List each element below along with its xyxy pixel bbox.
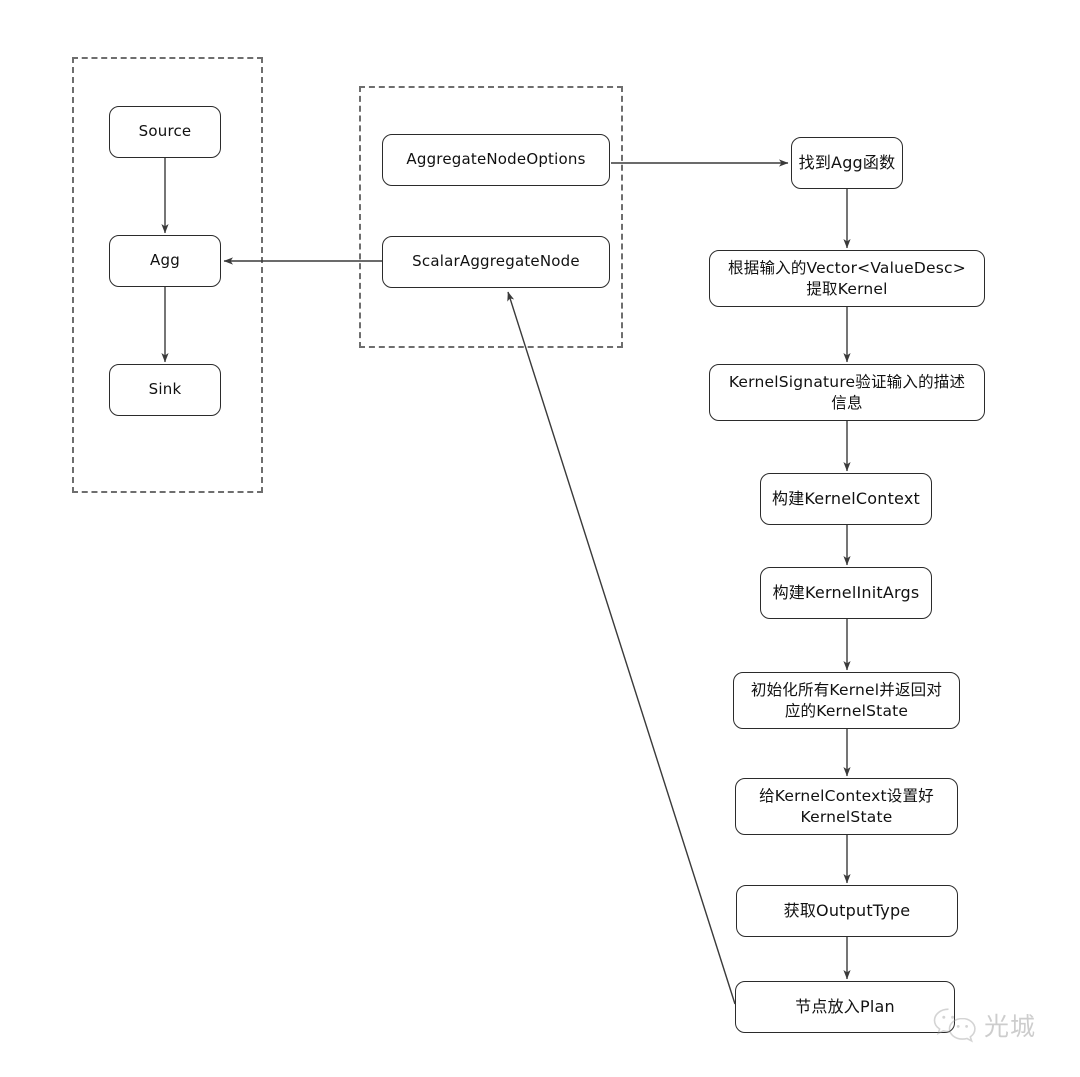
node-init-all-kernels-line-1: 初始化所有Kernel并返回对 bbox=[750, 681, 943, 700]
node-aggregate-node-options[interactable]: AggregateNodeOptions bbox=[382, 134, 610, 186]
node-scalar-aggregate-node-label: ScalarAggregateNode bbox=[412, 252, 580, 271]
group-node-options bbox=[359, 86, 623, 348]
node-kernel-signature-validate[interactable]: KernelSignature验证输入的描述 信息 bbox=[709, 364, 985, 421]
node-find-agg-func[interactable]: 找到Agg函数 bbox=[791, 137, 903, 189]
node-agg-label: Agg bbox=[150, 251, 180, 270]
node-extract-kernel-line-1: 根据输入的Vector<ValueDesc> bbox=[728, 259, 966, 278]
node-put-node-into-plan[interactable]: 节点放入Plan bbox=[735, 981, 955, 1033]
node-source-label: Source bbox=[138, 122, 192, 141]
node-set-kernel-state-line-2: KernelState bbox=[800, 807, 893, 826]
node-get-output-type[interactable]: 获取OutputType bbox=[736, 885, 958, 937]
node-extract-kernel-line-2: 提取Kernel bbox=[806, 279, 888, 298]
node-put-node-into-plan-line-1: 节点放入Plan bbox=[795, 997, 895, 1017]
node-source[interactable]: Source bbox=[109, 106, 221, 158]
node-build-kernel-init-args-line-1: 构建KernelInitArgs bbox=[772, 583, 920, 603]
node-get-output-type-line-1: 获取OutputType bbox=[783, 901, 911, 921]
node-aggregate-node-options-label: AggregateNodeOptions bbox=[406, 150, 586, 169]
node-sink[interactable]: Sink bbox=[109, 364, 221, 416]
node-extract-kernel[interactable]: 根据输入的Vector<ValueDesc> 提取Kernel bbox=[709, 250, 985, 307]
node-kernel-signature-validate-line-1: KernelSignature验证输入的描述 bbox=[728, 373, 966, 392]
node-build-kernel-context[interactable]: 构建KernelContext bbox=[760, 473, 932, 525]
node-build-kernel-context-line-1: 构建KernelContext bbox=[772, 489, 920, 509]
node-init-all-kernels[interactable]: 初始化所有Kernel并返回对 应的KernelState bbox=[733, 672, 960, 729]
node-sink-label: Sink bbox=[148, 380, 182, 399]
node-set-kernel-state-line-1: 给KernelContext设置好 bbox=[759, 787, 934, 806]
node-scalar-aggregate-node[interactable]: ScalarAggregateNode bbox=[382, 236, 610, 288]
node-agg[interactable]: Agg bbox=[109, 235, 221, 287]
watermark-text: 光城 bbox=[984, 1012, 1037, 1041]
node-kernel-signature-validate-line-2: 信息 bbox=[831, 393, 863, 412]
node-set-kernel-state[interactable]: 给KernelContext设置好 KernelState bbox=[735, 778, 958, 835]
node-build-kernel-init-args[interactable]: 构建KernelInitArgs bbox=[760, 567, 932, 619]
group-execution-plan bbox=[72, 57, 263, 493]
node-find-agg-func-line-1: 找到Agg函数 bbox=[798, 153, 896, 173]
edge-put-node-into-plan-to-scalar-aggregate-node bbox=[507, 291, 736, 1005]
node-init-all-kernels-line-2: 应的KernelState bbox=[784, 701, 909, 720]
